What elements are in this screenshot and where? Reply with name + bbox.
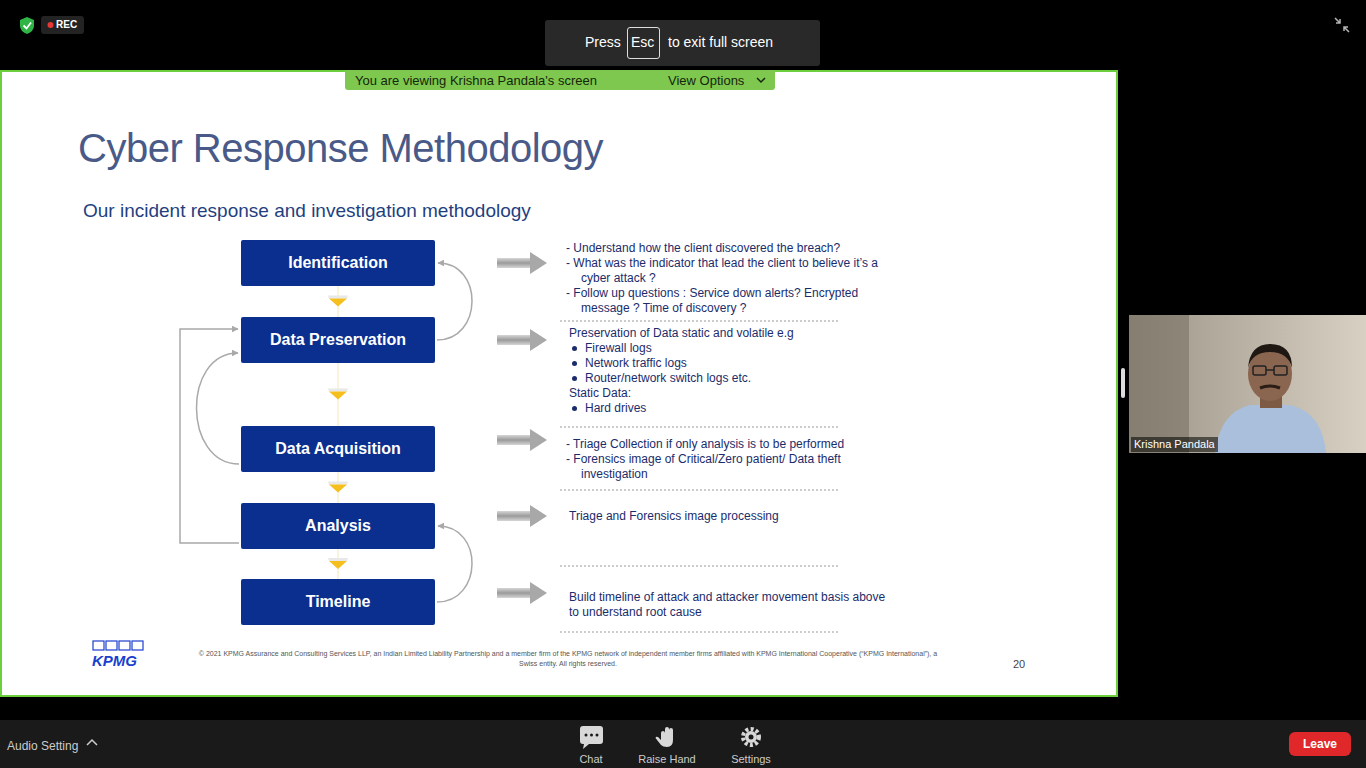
process-box: Data Preservation (241, 317, 435, 363)
participant-name: Krishna Pandala (1131, 437, 1218, 452)
flow-connector (328, 472, 348, 503)
note-line: Build timeline of attack and attacker mo… (569, 590, 889, 620)
box-label: Analysis (305, 517, 371, 535)
flow-connector (328, 549, 348, 579)
note-line: Network traffic logs (569, 356, 889, 371)
note-block: Build timeline of attack and attacker mo… (569, 590, 889, 620)
toolbar-label: Raise Hand (638, 753, 695, 766)
note-text: Hard drives (585, 401, 646, 415)
note-line: Triage and Forensics image processing (569, 509, 889, 524)
chat-icon (580, 726, 603, 749)
exit-fullscreen-icon (1335, 18, 1349, 32)
slide-title: Cyber Response Methodology (78, 124, 603, 172)
note-block: - Triage Collection if only analysis is … (566, 437, 906, 482)
note-line: Firewall logs (569, 341, 889, 356)
kpmg-logo-boxes (93, 641, 143, 650)
process-box: Data Acquisition (241, 426, 435, 472)
view-options-button: View Options (668, 73, 744, 89)
viewing-banner-text: You are viewing Krishna Pandala's screen (355, 73, 597, 89)
flow-connector (196, 353, 239, 464)
bullet-dot (572, 376, 577, 381)
note-line: Static Data: (569, 386, 889, 401)
page-number: 20 (1013, 658, 1025, 671)
box-label: Data Acquisition (275, 440, 401, 458)
copyright-note: © 2021 KPMG Assurance and Consulting Ser… (198, 649, 938, 669)
key-label: Esc (631, 34, 654, 51)
bullet-dot (572, 361, 577, 366)
block-arrows (497, 252, 547, 604)
dropdown-chevron (757, 78, 765, 82)
leave-label: Leave (1303, 737, 1337, 751)
note-line: - Forensics image of Critical/Zero patie… (566, 452, 906, 482)
shield-icon (20, 17, 34, 34)
note-block: Preservation of Data static and volatile… (569, 326, 889, 416)
recording-label: REC (56, 19, 77, 31)
raise-hand-icon (656, 727, 674, 747)
flow-connector (328, 286, 348, 317)
note-line: Hard drives (569, 401, 889, 416)
note-text: Router/network switch logs etc. (585, 371, 751, 385)
hint-text: Press (585, 34, 621, 51)
box-label: Data Preservation (270, 331, 406, 349)
note-text: Firewall logs (585, 341, 652, 355)
hint-text: to exit full screen (668, 34, 773, 51)
box-label: Identification (288, 254, 388, 272)
bullet-dot (572, 406, 577, 411)
note-block: - Understand how the client discovered t… (566, 241, 906, 316)
bullet-dot (572, 346, 577, 351)
video-tile (1129, 315, 1366, 453)
box-label: Timeline (306, 593, 371, 611)
check-mark (24, 23, 32, 29)
note-line: - What was the indicator that lead the c… (566, 256, 906, 286)
flow-connector (328, 363, 348, 426)
note-line: Preservation of Data static and volatile… (569, 326, 889, 341)
flow-connector (180, 329, 239, 543)
process-box: Analysis (241, 503, 435, 549)
flow-connector (437, 526, 472, 602)
note-text: Network traffic logs (585, 356, 687, 370)
audio-chevron (87, 740, 97, 745)
audio-setting-button: Audio Setting (7, 739, 78, 753)
settings-gear-icon (743, 729, 759, 745)
flow-connector (437, 263, 472, 340)
rec-dot (48, 22, 54, 28)
company-logo: KPMG (92, 652, 137, 670)
note-line: - Understand how the client discovered t… (566, 241, 906, 256)
scroll-handle (1121, 368, 1125, 398)
note-block: Triage and Forensics image processing (569, 509, 889, 524)
note-line: - Triage Collection if only analysis is … (566, 437, 906, 452)
note-line: Router/network switch logs etc. (569, 371, 889, 386)
process-box: Identification (241, 240, 435, 286)
process-box: Timeline (241, 579, 435, 625)
toolbar-label: Settings (731, 753, 771, 766)
toolbar-label: Chat (579, 753, 602, 766)
slide-subtitle: Our incident response and investigation … (83, 200, 531, 223)
note-line: - Follow up questions : Service down ale… (566, 286, 906, 316)
